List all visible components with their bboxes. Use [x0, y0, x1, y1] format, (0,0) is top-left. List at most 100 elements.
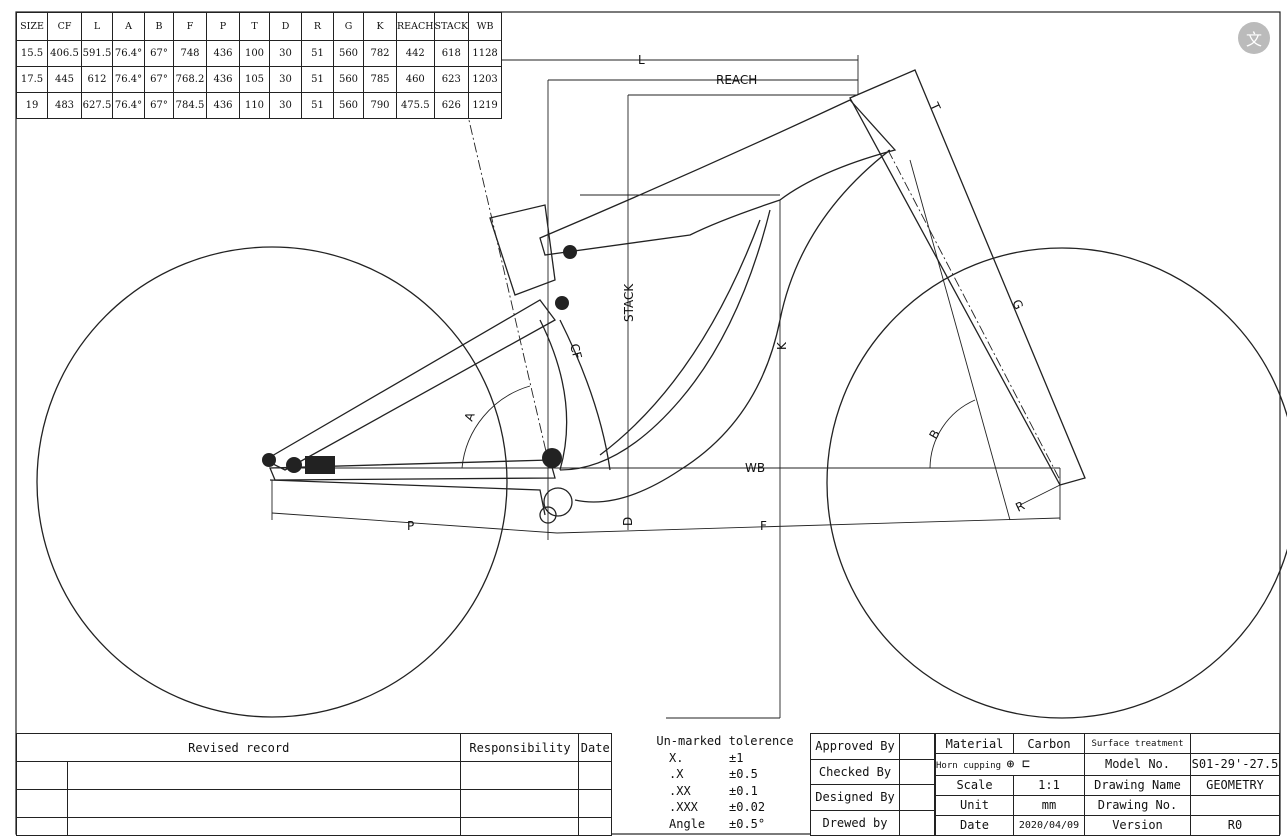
- label-cf: CF: [567, 342, 585, 360]
- revised-record-header: Revised record: [15, 733, 462, 762]
- header-cell: F: [173, 12, 207, 41]
- cell: 623: [433, 66, 470, 93]
- cell: 1219: [468, 92, 503, 119]
- tolerance-row: Angle ±0.5°: [640, 816, 810, 833]
- cell: 76.4°: [112, 92, 145, 119]
- header-cell: T: [239, 12, 270, 41]
- tolerance-value: ±0.02: [729, 800, 766, 814]
- drawing-name-value: GEOMETRY: [1190, 774, 1280, 796]
- cell: 67°: [144, 92, 174, 119]
- header-cell: D: [269, 12, 302, 41]
- label-f: F: [760, 519, 767, 533]
- material-value: Carbon: [1013, 732, 1085, 755]
- tolerance-row: .XXX ±0.02: [640, 799, 810, 816]
- tolerance-key: Angle: [669, 816, 706, 831]
- horn-cupping-cell: Horn cupping ⊕ ⊏: [935, 753, 1085, 776]
- label-b: B: [926, 427, 942, 441]
- label-a: A: [462, 410, 478, 423]
- cell: 406.5: [47, 40, 82, 67]
- tolerance-row: .XX±0.1: [640, 783, 810, 800]
- cell: 67°: [144, 66, 174, 93]
- rear-wheel: [36, 246, 508, 718]
- cell: 17.5: [16, 66, 48, 93]
- header-cell: CF: [47, 12, 82, 41]
- drawing-no-value: [1190, 794, 1280, 816]
- cell: 790: [363, 92, 397, 119]
- tolerance-block: Un-marked tolerence X.±1 .X±0.5 .XX±0.1 …: [640, 733, 810, 836]
- header-cell: G: [333, 12, 364, 41]
- responsibility-header: Responsibility: [460, 733, 580, 762]
- header-cell: B: [144, 12, 174, 41]
- cell: 483: [47, 92, 82, 119]
- front-wheel: [826, 247, 1287, 719]
- cell: 626: [433, 92, 470, 119]
- designed-by-label: Designed By: [810, 784, 900, 811]
- cell: 445: [47, 66, 82, 93]
- cell: 30: [269, 40, 302, 67]
- tolerance-key: .X: [669, 767, 684, 781]
- header-cell: A: [112, 12, 145, 41]
- date-label: Date: [935, 814, 1014, 836]
- horn-cupping-label: Horn cupping: [936, 760, 1002, 771]
- cell: 67°: [144, 40, 174, 67]
- projection-symbol-icon: ⊕ ⊏: [1006, 756, 1030, 772]
- signoff-block: Approved By Checked By Designed By Drewe…: [810, 733, 935, 836]
- header-cell: REACH: [396, 12, 435, 41]
- cell: 560: [333, 66, 364, 93]
- dimension-lines: [271, 55, 1061, 719]
- label-stack: STACK: [622, 283, 636, 322]
- translate-icon[interactable]: 文: [1238, 22, 1270, 54]
- cell: 51: [301, 66, 334, 93]
- geometry-table: SIZE CF L A B F P T D R G K REACH STACK …: [16, 12, 503, 119]
- cell: 105: [239, 66, 270, 93]
- revision-block: Revised record Responsibility Date: [15, 733, 612, 836]
- cell: 436: [206, 92, 240, 119]
- cell: 442: [396, 40, 435, 67]
- cell: 560: [333, 92, 364, 119]
- tolerance-value: ±1: [729, 750, 744, 765]
- cell: 110: [239, 92, 270, 119]
- label-wb: WB: [745, 461, 765, 475]
- cell: 436: [206, 40, 240, 67]
- tolerance-value: ±0.5°: [729, 816, 766, 831]
- label-t: T: [927, 99, 943, 113]
- label-g: G: [1009, 297, 1026, 311]
- scale-value: 1:1: [1013, 774, 1085, 796]
- cell: 76.4°: [112, 40, 145, 67]
- cell: 51: [301, 92, 334, 119]
- checked-by-label: Checked By: [810, 758, 900, 785]
- unit-value: mm: [1013, 794, 1085, 816]
- header-cell: SIZE: [16, 12, 48, 41]
- cell: 460: [396, 66, 435, 93]
- cell: 612: [81, 66, 113, 93]
- cell: 782: [363, 40, 397, 67]
- tolerance-value: ±0.1: [729, 783, 758, 798]
- tolerance-key: .XXX: [669, 800, 698, 814]
- cell: 784.5: [173, 92, 207, 119]
- date-value: 2020/04/09: [1013, 814, 1085, 836]
- surface-treatment-label: Surface treatment: [1084, 732, 1191, 755]
- tolerance-row: X. ±1: [640, 750, 810, 767]
- cell: 1203: [468, 66, 503, 93]
- cell: 30: [269, 92, 302, 119]
- label-L: L: [638, 53, 645, 67]
- table-header-row: SIZE CF L A B F P T D R G K REACH STACK …: [16, 12, 503, 41]
- header-cell: L: [81, 12, 113, 41]
- approved-by-label: Approved By: [810, 733, 900, 760]
- model-no-value: S01-29'-27.5: [1190, 753, 1280, 776]
- cell: 19: [16, 92, 48, 119]
- unit-label: Unit: [935, 794, 1014, 816]
- header-cell: K: [363, 12, 397, 41]
- label-k: K: [775, 341, 789, 350]
- version-label: Version: [1084, 814, 1191, 836]
- cell: 627.5: [81, 92, 113, 119]
- tolerance-key: X.: [669, 750, 684, 765]
- tolerance-row: .X±0.5: [640, 766, 810, 783]
- cell: 1128: [468, 40, 503, 67]
- label-p: P: [407, 519, 414, 533]
- cell: 51: [301, 40, 334, 67]
